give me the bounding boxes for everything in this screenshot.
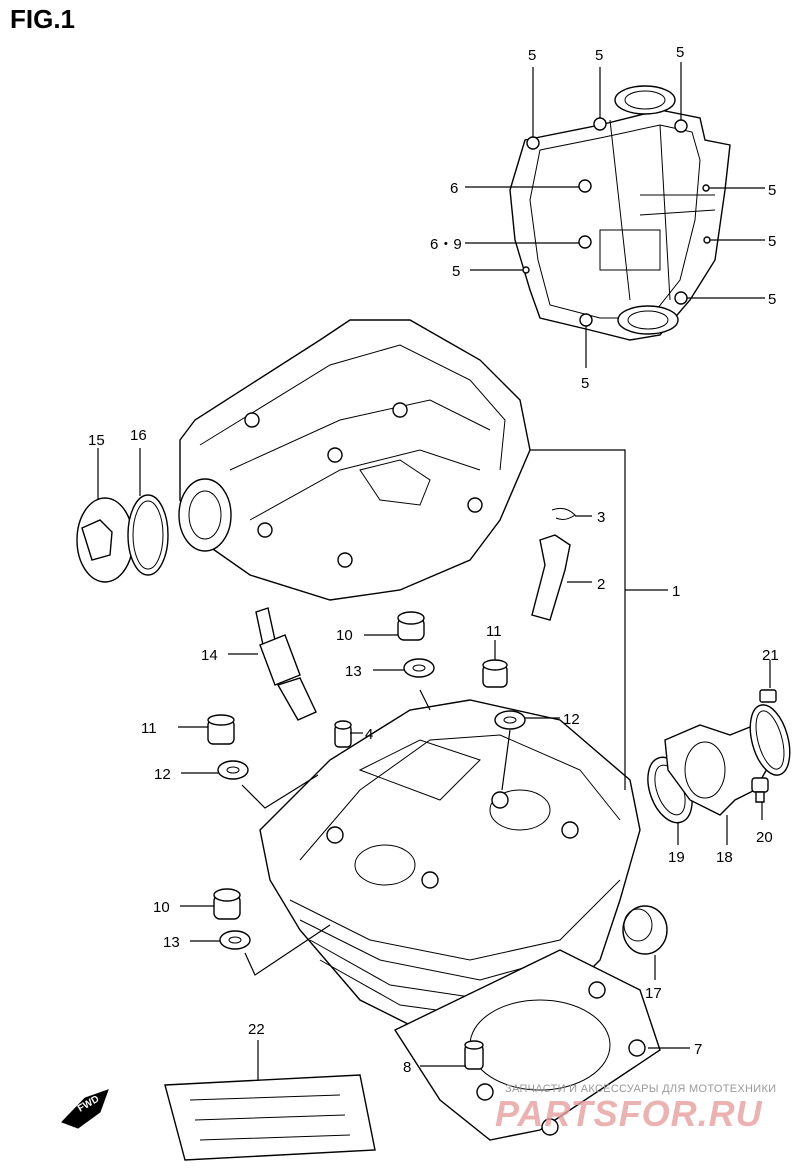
callout-11: 11: [486, 623, 502, 640]
nut-10-upper: [397, 611, 425, 641]
callout-5: 5: [595, 47, 603, 64]
bolt: [751, 777, 769, 803]
callout-19: 19: [668, 849, 685, 866]
callout-22: 22: [248, 1021, 265, 1038]
callout-10: 10: [153, 899, 170, 916]
washer-13-left: [219, 930, 251, 950]
watermark-tagline: ЗАПЧАСТИ И АКСЕССУАРЫ ДЛЯ МОТОТЕХНИКИ: [505, 1083, 777, 1095]
washer-12-left: [217, 760, 249, 780]
callout-17: 17: [645, 985, 662, 1002]
nut-11-left: [207, 714, 235, 745]
callout-5: 5: [676, 44, 684, 61]
callout-10: 10: [336, 627, 353, 644]
callout-12: 12: [154, 766, 171, 783]
callout-1: 1: [672, 583, 680, 600]
washer-12-upper: [494, 710, 526, 730]
callout-21: 21: [762, 647, 779, 664]
dowel-pin-4: [334, 720, 352, 748]
leader-lines: [97, 62, 771, 1080]
callout-20: 20: [756, 829, 773, 846]
callout-5: 5: [452, 263, 460, 280]
callout-3: 3: [597, 509, 605, 526]
o-ring: [127, 494, 169, 576]
fwd-arrow-icon: FWD: [61, 1089, 109, 1129]
callout-11: 11: [141, 720, 157, 737]
oil-filler-plug: [76, 497, 134, 583]
head-cover-top-view: [509, 85, 731, 341]
spark-plug: [255, 607, 317, 721]
head-gasket: [393, 949, 661, 1141]
tappet-adjuster: [531, 534, 571, 621]
callout-8: 8: [403, 1059, 411, 1076]
retaining-clip: [551, 507, 576, 520]
callout-18: 18: [716, 849, 733, 866]
callout-5: 5: [768, 182, 776, 199]
nut-11-upper: [482, 659, 508, 688]
callout-7: 7: [694, 1041, 702, 1058]
washer-13-upper: [403, 658, 435, 678]
callout-14: 14: [201, 647, 218, 664]
hose-clamp: [749, 689, 791, 776]
dowel-pin: [464, 1040, 484, 1070]
callout-5: 5: [768, 233, 776, 250]
cylinder-head-cover: [178, 319, 531, 601]
plug-cap: [622, 905, 668, 955]
callout-5: 5: [581, 375, 589, 392]
callout-2: 2: [597, 576, 605, 593]
callout-4: 4: [365, 726, 373, 743]
callout-labels: 5 5 5 6 6・9 5 5 5 5 5 15 16 3 2 1 10 13 …: [88, 44, 779, 1076]
callout-5: 5: [528, 47, 536, 64]
watermark-logo: PARTSFOR.RU: [495, 1093, 763, 1134]
nut-10-left: [213, 888, 241, 920]
callout-16: 16: [130, 427, 147, 444]
callout-13: 13: [163, 934, 180, 951]
callout-15: 15: [88, 432, 105, 449]
gasket-set-bag: [164, 1074, 376, 1161]
figure-title: FIG.1: [10, 4, 76, 34]
callout-6: 6: [450, 180, 458, 197]
callout-13: 13: [345, 663, 362, 680]
callout-12: 12: [563, 711, 580, 728]
callout-6-9: 6・9: [430, 236, 462, 253]
callout-5: 5: [768, 291, 776, 308]
